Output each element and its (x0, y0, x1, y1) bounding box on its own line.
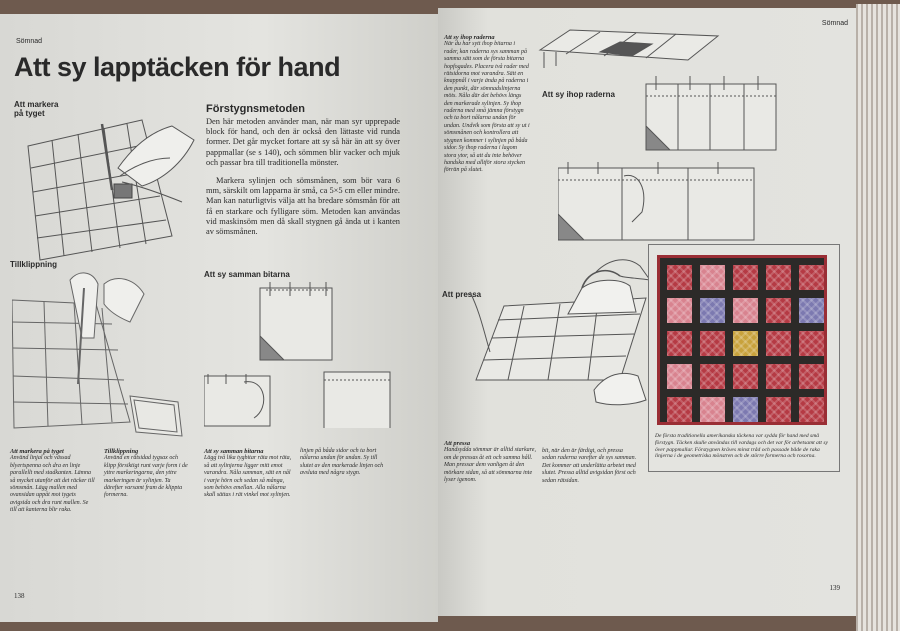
intro-paragraph: Den här metoden använder man, när man sy… (206, 117, 400, 167)
quilt-block (667, 397, 692, 422)
quilt-block (700, 331, 725, 356)
quilt-block (799, 265, 824, 290)
quilt-block (700, 265, 725, 290)
quilt-block (700, 397, 725, 422)
quilt-block (766, 364, 791, 389)
page-number: 139 (829, 584, 841, 592)
caption-press-cont: bit, när den är färdigt, och pressa seda… (542, 448, 638, 485)
quilt-block (700, 298, 725, 323)
quilt-block (667, 265, 692, 290)
caption-text: linjen på båda sidor och ta bort nålarna… (300, 448, 384, 477)
quilt-block (799, 331, 824, 356)
quilt-block (766, 265, 791, 290)
page-number: 138 (14, 592, 25, 600)
right-page: Sömnad Att sy ihop raderna När du har sy… (438, 8, 856, 616)
caption-cut: Tillklippning Använd en rätsidad tygsax … (104, 448, 190, 500)
caption-text: Handsydda sömmar är alltid starkare, om … (444, 447, 536, 484)
rows-intro: Att sy ihop raderna När du har sytt ihop… (444, 34, 530, 175)
quilt-block (700, 364, 725, 389)
label-press: Att pressa (442, 290, 482, 299)
page-edges (856, 4, 900, 631)
quilt-block (766, 397, 791, 422)
label-sew: Att sy samman bitarna (204, 270, 290, 279)
quilt-block (799, 364, 824, 389)
rows-illustration (558, 72, 784, 252)
quilt-block (733, 265, 758, 290)
label-mark: Att markera på tyget (14, 100, 59, 118)
page-title: Att sy lapptäcken för hand (14, 52, 341, 82)
caption-sew-cont: linjen på båda sidor och ta bort nålarna… (300, 448, 390, 478)
quilt-block (733, 331, 758, 356)
quilt-block (667, 364, 692, 389)
section-label: Sömnad (16, 38, 43, 45)
quilt-block (766, 298, 791, 323)
quilt-photo-frame: De första traditionella amerikanska täck… (648, 244, 840, 472)
caption-title: Att sy ihop raderna (444, 34, 495, 41)
caption-mark: Att markera på tyget Använd linjal och v… (10, 448, 96, 515)
label-rows: Att sy ihop raderna (542, 90, 615, 99)
caption-text: Använd linjal och vässad blyertspenna oc… (10, 455, 95, 514)
sewing-illustration (204, 278, 404, 428)
left-page: Sömnad Att sy lapptäcken för hand Att ma… (0, 14, 438, 622)
caption-title: Tillklippning (104, 448, 139, 455)
caption-text: bit, när den är färdigt, och pressa seda… (542, 448, 637, 484)
quilt-block (733, 397, 758, 422)
quilt-block (733, 298, 758, 323)
pressing-illustration (470, 252, 666, 432)
caption-title: Att pressa (444, 440, 471, 447)
caption-press: Att pressa Handsydda sömmar är alltid st… (444, 440, 536, 484)
quilt-caption: De första traditionella amerikanska täck… (655, 433, 829, 460)
caption-text: Använd en rätsidad tygsax och klipp förs… (104, 455, 188, 499)
caption-sew: Att sy samman bitarna Lägg två lika tygb… (204, 448, 292, 500)
caption-title: Att markera på tyget (10, 448, 64, 455)
caption-title: Att sy samman bitarna (204, 448, 264, 455)
quilt-block (733, 364, 758, 389)
method-heading: Förstygnsmetoden (206, 103, 306, 115)
marking-illustration (22, 106, 200, 266)
marking-paragraph: Markera sylinjen och sömsmånen, som bör … (206, 176, 400, 237)
caption-text: Lägg två lika tygbitar räta mot räta, så… (204, 455, 292, 499)
quilt-block (799, 298, 824, 323)
quilt-photo (657, 255, 827, 425)
cutting-illustration (12, 264, 197, 442)
label-cut: Tillklippning (10, 260, 57, 269)
quilt-block (766, 331, 791, 356)
quilt-block (667, 298, 692, 323)
frame-illustration (536, 24, 736, 84)
quilt-block (667, 331, 692, 356)
quilt-block (799, 397, 824, 422)
section-label: Sömnad (821, 20, 848, 27)
caption-text: När du har sytt ihop bitarna i rader, ka… (444, 41, 530, 174)
